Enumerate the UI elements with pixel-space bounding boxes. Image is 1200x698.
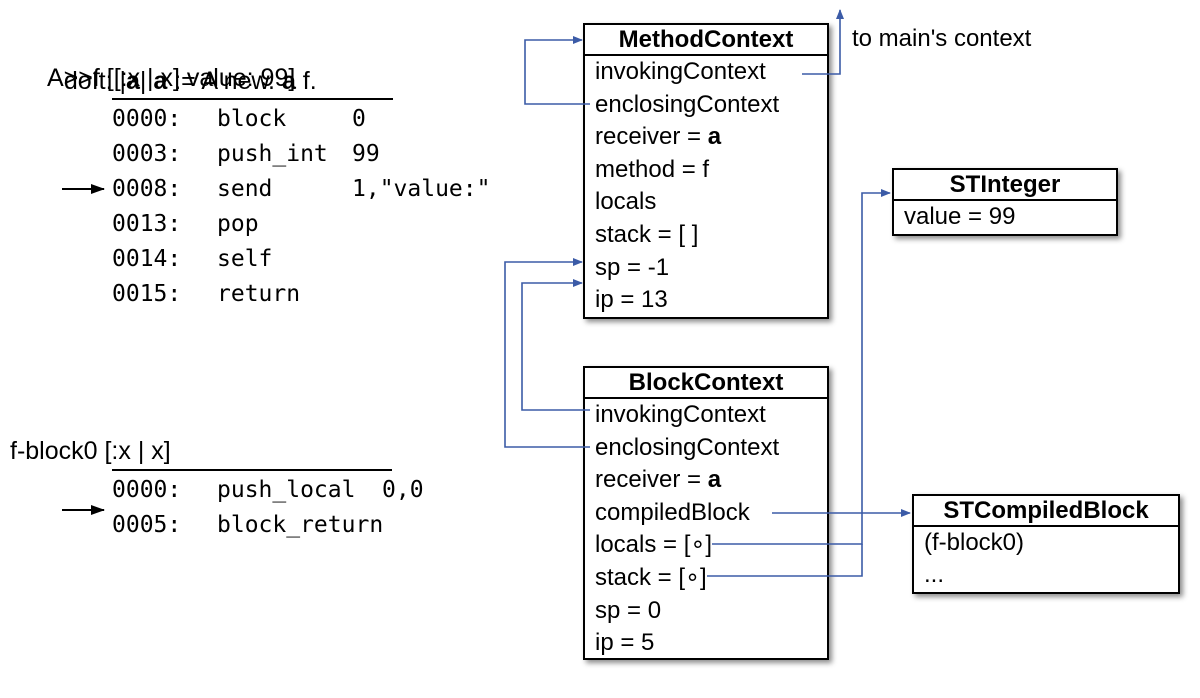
bytecode-op: block bbox=[217, 106, 287, 132]
fblock-title: f-block0 [:x | x] bbox=[10, 437, 171, 465]
bytecode-line: 0014: self bbox=[112, 242, 272, 277]
main-context-note: to main's context bbox=[852, 25, 1032, 52]
field-receiver-label: receiver = bbox=[595, 123, 708, 151]
bytecode-line: 0000: push_local 0,0 bbox=[112, 473, 424, 508]
bytecode-op: block_return bbox=[217, 512, 384, 538]
bytecode-line: 0000: block 0 bbox=[112, 102, 366, 137]
bytecode-address: 0008: bbox=[112, 176, 182, 202]
st-compiled-block-title: STCompiledBlock bbox=[914, 496, 1178, 527]
bytecode-line: 0015: return bbox=[112, 277, 300, 312]
doit-header: doIt: |a| a := A new. a f. bbox=[50, 36, 317, 96]
bytecode-op: pop bbox=[217, 211, 259, 237]
bytecode-address: 0000: bbox=[112, 106, 182, 132]
field-sp: sp = -1 bbox=[595, 253, 670, 281]
field-sp: sp = 0 bbox=[595, 596, 662, 624]
method-signature: A>>f [[:x | x] value: 99] bbox=[47, 64, 296, 92]
code-divider bbox=[112, 98, 393, 100]
field-ip: ip = 5 bbox=[595, 629, 655, 657]
doit-var-a: a bbox=[281, 67, 296, 95]
bytecode-address: 0000: bbox=[112, 477, 182, 503]
bytecode-op: push_local bbox=[217, 477, 356, 503]
field-receiver-value: a bbox=[707, 466, 722, 494]
compiled-block-ellipsis: ... bbox=[924, 561, 945, 588]
doit-var-a: a bbox=[153, 67, 168, 95]
fblock-bytecode-listing: 0000: push_local 0,0 0005: block_return bbox=[112, 473, 424, 543]
field-receiver-value: a bbox=[707, 123, 722, 151]
field-ip: ip = 13 bbox=[595, 286, 668, 314]
field-receiver: receiver = a bbox=[585, 464, 827, 497]
method-context-title: MethodContext bbox=[585, 25, 827, 56]
block-invoking-arrow bbox=[521, 279, 590, 411]
field-compiled-block: compiledBlock bbox=[595, 498, 750, 526]
bytecode-address: 0005: bbox=[112, 512, 182, 538]
field-locals: locals = [∘] bbox=[595, 531, 713, 559]
bytecode-address: 0003: bbox=[112, 141, 182, 167]
st-integer-title: STInteger bbox=[894, 170, 1116, 201]
bytecode-arg: 0 bbox=[352, 106, 366, 132]
bytecode-op: send bbox=[217, 176, 273, 202]
fblock-divider bbox=[112, 469, 392, 471]
bytecode-address: 0015: bbox=[112, 281, 182, 307]
field-stack: stack = [ ] bbox=[595, 220, 699, 248]
method-enclosing-arrow bbox=[524, 36, 590, 105]
method-bytecode-listing: 0000: block 0 0003: push_int 99 0008: send 1,"… bbox=[112, 102, 490, 312]
field-method: method = f bbox=[595, 155, 710, 183]
doit-part: | bbox=[139, 67, 154, 95]
bytecode-op: return bbox=[217, 281, 301, 307]
bytecode-line: 0003: push_int 99 bbox=[112, 137, 380, 172]
field-value: value = 99 bbox=[904, 203, 1016, 230]
bytecode-arg: 0,0 bbox=[382, 477, 424, 503]
bytecode-address: 0013: bbox=[112, 211, 182, 237]
bytecode-line: 0013: pop bbox=[112, 207, 259, 242]
bytecode-address: 0014: bbox=[112, 246, 182, 272]
st-integer-box: STInteger value = 99 bbox=[892, 168, 1118, 236]
block-context-box: BlockContext invokingContext enclosingCo… bbox=[583, 366, 829, 660]
block-enclosing-arrow bbox=[504, 258, 590, 448]
block-context-title: BlockContext bbox=[585, 368, 827, 399]
field-receiver-label: receiver = bbox=[595, 466, 708, 494]
field-invoking-context: invokingContext bbox=[595, 58, 766, 85]
doit-part: doIt: | bbox=[63, 67, 126, 95]
method-context-box: MethodContext invokingContext enclosingC… bbox=[583, 23, 829, 319]
field-enclosing-context: enclosingContext bbox=[595, 433, 780, 461]
doit-part: := A new. bbox=[167, 67, 282, 95]
field-invoking-context: invokingContext bbox=[595, 401, 766, 428]
compiled-block-name: (f-block0) bbox=[924, 529, 1025, 556]
bytecode-line-current: 0005: block_return bbox=[112, 508, 383, 543]
st-compiled-block-box: STCompiledBlock (f-block0) ... bbox=[912, 494, 1180, 594]
bytecode-op: push_int bbox=[217, 141, 328, 167]
field-stack: stack = [∘] bbox=[595, 563, 707, 591]
bytecode-arg: 99 bbox=[352, 141, 380, 167]
field-receiver: receiver = a bbox=[585, 121, 827, 154]
doit-part: f. bbox=[295, 67, 317, 95]
bytecode-op: self bbox=[217, 246, 273, 272]
bytecode-line-current: 0008: send 1,"value:" bbox=[112, 172, 490, 207]
doit-var-a: a bbox=[126, 67, 140, 95]
field-locals: locals bbox=[595, 188, 657, 216]
field-enclosing-context: enclosingContext bbox=[595, 90, 780, 118]
bytecode-arg: 1,"value:" bbox=[352, 176, 491, 202]
